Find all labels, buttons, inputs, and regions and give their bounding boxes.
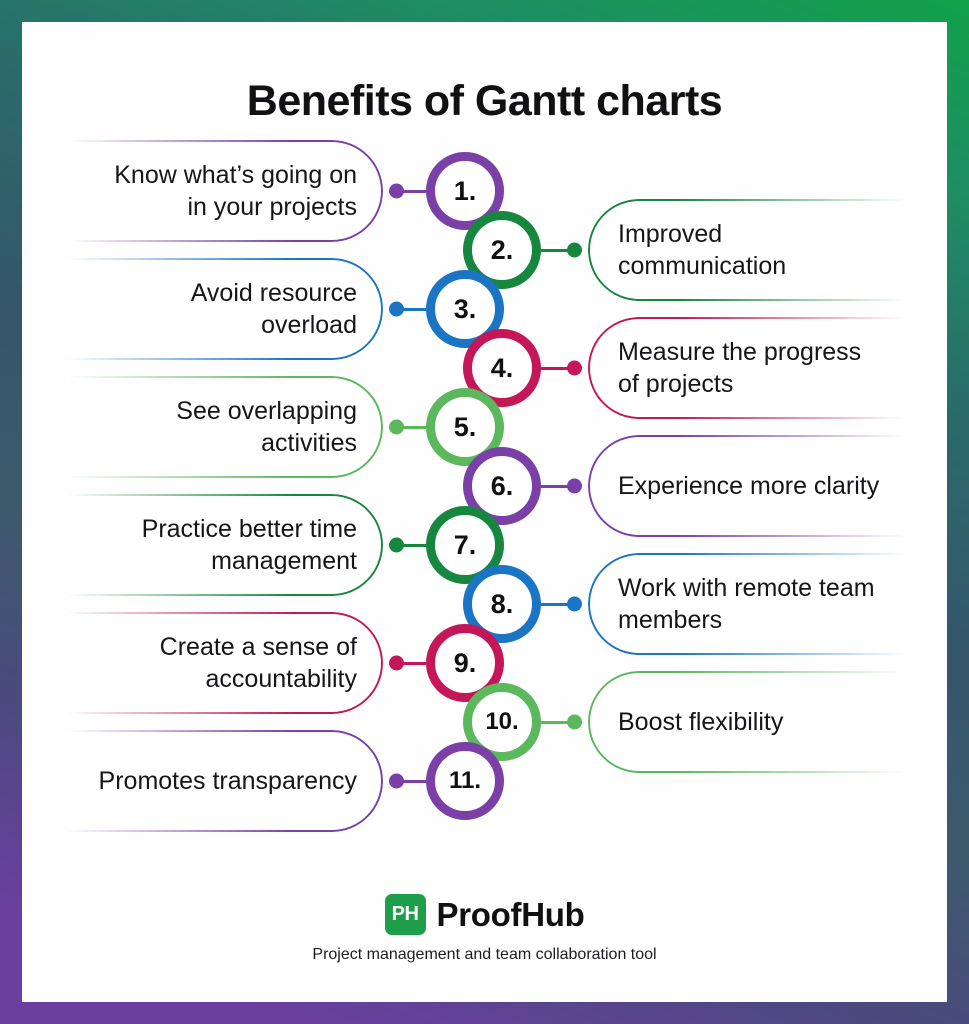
benefit-label-7[interactable]: Practice better time management [66,494,383,596]
connector-10 [541,714,582,730]
connector-8 [541,596,582,612]
step-number-3: 3. [453,293,477,324]
benefit-label-text-10: Boost flexibility [618,708,784,736]
connector-dot-1 [389,183,404,199]
connector-dot-9 [389,655,404,671]
step-number-1: 1. [453,175,477,206]
step-number-8: 8. [490,588,514,619]
connector-dot-6 [567,478,582,494]
step-circle-2[interactable]: 2. [463,211,541,289]
benefit-label-text-4: Measure the progress of projects [618,338,862,398]
step-number-6: 6. [490,470,514,501]
footer-tagline: Project management and team collaboratio… [312,946,657,963]
step-circle-4[interactable]: 4. [463,329,541,407]
connector-dot-7 [389,537,404,553]
benefit-label-text-11: Promotes transparency [98,767,357,795]
benefit-label-2[interactable]: Improved communication [588,199,905,301]
benefit-label-5[interactable]: See overlapping activities [66,376,383,478]
benefit-label-8[interactable]: Work with remote team members [588,553,905,655]
benefit-label-text-2: Improved communication [618,220,787,280]
connector-7 [389,537,426,553]
benefit-label-text-9: Create a sense of accountability [159,633,357,693]
connector-9 [389,655,426,671]
benefit-label-1[interactable]: Know what’s going on in your projects [66,140,383,242]
step-number-5: 5. [453,411,477,442]
numbered-circle-column: 1. 2. 3. 4. 5. 6. 7. 8. 9. 10. 11. [22,22,947,1002]
connector-dot-4 [567,360,582,376]
step-number-7: 7. [453,529,477,560]
benefit-label-text-8: Work with remote team members [618,574,875,634]
step-number-11: 11. [448,767,482,794]
benefit-label-4[interactable]: Measure the progress of projects [588,317,905,419]
connector-1 [389,183,426,199]
step-number-10: 10. [485,708,519,735]
connector-5 [389,419,426,435]
connector-2 [541,242,582,258]
benefit-label-text-5: See overlapping activities [176,397,357,457]
step-number-9: 9. [453,647,477,678]
benefit-label-10[interactable]: Boost flexibility [588,671,905,773]
infographic-canvas: Benefits of Gantt charts Know what’s goi… [22,22,947,1002]
connector-dot-11 [389,773,404,789]
connector-3 [389,301,426,317]
connector-dot-2 [567,242,582,258]
connector-dot-5 [389,419,404,435]
benefit-label-text-7: Practice better time management [141,515,357,575]
benefit-label-text-1: Know what’s going on in your projects [114,161,357,221]
connector-dot-3 [389,301,404,317]
connector-11 [389,773,426,789]
benefit-label-6[interactable]: Experience more clarity [588,435,905,537]
benefit-label-9[interactable]: Create a sense of accountability [66,612,383,714]
connector-4 [541,360,582,376]
step-circle-9[interactable]: 9. [426,624,504,702]
step-circle-10[interactable]: 10. [463,683,541,761]
step-circle-7[interactable]: 7. [426,506,504,584]
step-number-4: 4. [490,352,514,383]
benefit-label-3[interactable]: Avoid resource overload [66,258,383,360]
brand-name: ProofHub [436,895,585,933]
connector-dot-8 [567,596,582,612]
benefit-label-11[interactable]: Promotes transparency [66,730,383,832]
footer: PH ProofHub Project management and team … [22,894,947,964]
step-circle-11[interactable]: 11. [426,742,504,820]
step-number-2: 2. [490,234,514,265]
page-title: Benefits of Gantt charts [246,77,723,125]
proofhub-logo-icon: PH [384,894,426,935]
connector-dot-10 [567,714,582,730]
connector-6 [541,478,582,494]
benefit-label-text-3: Avoid resource overload [190,279,357,339]
benefit-label-text-6: Experience more clarity [618,472,880,500]
brand-row: PH ProofHub [22,894,947,935]
